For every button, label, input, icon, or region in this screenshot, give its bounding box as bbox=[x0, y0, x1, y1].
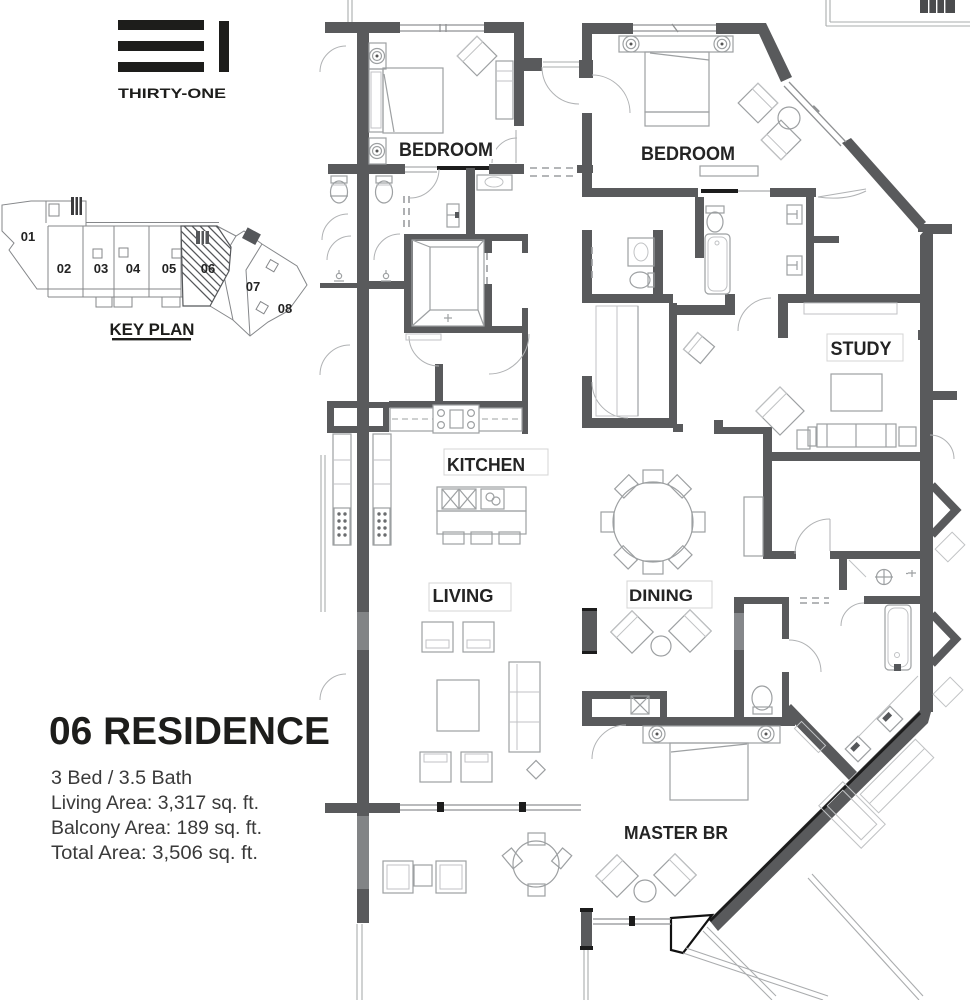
svg-text:01: 01 bbox=[21, 229, 35, 244]
svg-text:Balcony Area: 189 sq. ft.: Balcony Area: 189 sq. ft. bbox=[51, 818, 262, 839]
svg-text:DINING: DINING bbox=[629, 586, 693, 605]
svg-text:Living Area: 3,317 sq. ft.: Living Area: 3,317 sq. ft. bbox=[51, 793, 259, 814]
svg-text:08: 08 bbox=[278, 301, 292, 316]
svg-text:04: 04 bbox=[126, 261, 141, 276]
svg-text:LIVING: LIVING bbox=[433, 586, 494, 606]
svg-text:STUDY: STUDY bbox=[831, 339, 892, 360]
svg-text:BEDROOM: BEDROOM bbox=[641, 144, 735, 165]
svg-text:KITCHEN: KITCHEN bbox=[447, 455, 525, 475]
svg-text:3 Bed / 3.5 Bath: 3 Bed / 3.5 Bath bbox=[51, 768, 192, 789]
svg-text:MASTER BR: MASTER BR bbox=[624, 823, 728, 843]
svg-text:02: 02 bbox=[57, 261, 71, 276]
svg-text:03: 03 bbox=[94, 261, 108, 276]
svg-text:06 RESIDENCE: 06 RESIDENCE bbox=[49, 710, 330, 753]
svg-text:07: 07 bbox=[246, 279, 260, 294]
svg-text:Total Area: 3,506 sq. ft.: Total Area: 3,506 sq. ft. bbox=[51, 843, 258, 864]
svg-text:THIRTY-ONE: THIRTY-ONE bbox=[118, 85, 226, 101]
svg-text:KEY PLAN: KEY PLAN bbox=[110, 320, 195, 339]
svg-text:05: 05 bbox=[162, 261, 176, 276]
svg-text:BEDROOM: BEDROOM bbox=[399, 140, 493, 161]
svg-text:06: 06 bbox=[201, 261, 215, 276]
